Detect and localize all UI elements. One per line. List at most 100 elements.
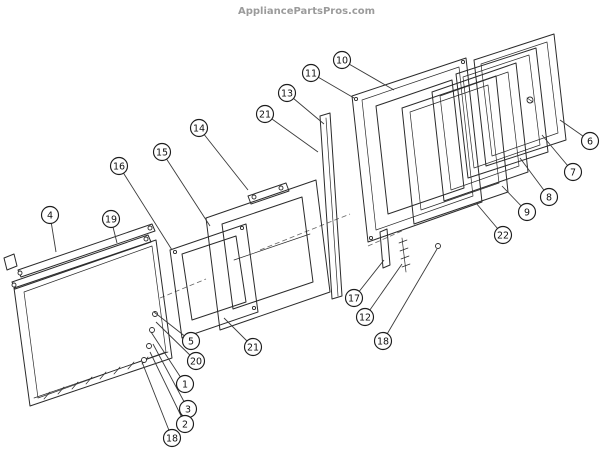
- callout-number: 10: [336, 56, 348, 67]
- callout-number: 16: [113, 162, 125, 173]
- callout-number: 8: [546, 193, 552, 204]
- callout-balloon[interactable]: [580, 131, 600, 151]
- watermark-text: AppliancePartsPros.com: [238, 6, 375, 17]
- callout-number: 9: [524, 208, 530, 219]
- callout-18-middle[interactable]: 18: [373, 331, 393, 351]
- inner-frame-opening: [181, 235, 247, 321]
- callout-12[interactable]: 12: [355, 307, 375, 327]
- callout-balloon[interactable]: [181, 331, 201, 351]
- callout-21-top[interactable]: 21: [255, 104, 275, 124]
- callout-20[interactable]: 20: [186, 351, 206, 371]
- callout-balloon[interactable]: [243, 337, 263, 357]
- door-vent-band: [33, 351, 169, 399]
- door-front-panel-inner: [23, 245, 167, 399]
- leader-line: [149, 351, 186, 425]
- outer-door-frame: [473, 33, 567, 167]
- callout-balloon[interactable]: [175, 414, 195, 434]
- choke-frame: [455, 47, 549, 179]
- callout-balloon[interactable]: [355, 307, 375, 327]
- callout-number: 15: [156, 148, 168, 159]
- screw-slot: [526, 97, 534, 103]
- screw-hole: [353, 96, 359, 102]
- window-panel: [205, 179, 331, 331]
- callout-11[interactable]: 11: [301, 63, 321, 83]
- callout-balloon[interactable]: [332, 50, 352, 70]
- leader-line: [382, 248, 438, 342]
- screw-hole: [368, 235, 374, 241]
- callout-18-bottom[interactable]: 18: [162, 428, 182, 448]
- main-door-frame: [351, 57, 483, 243]
- callout-8[interactable]: 8: [539, 187, 559, 207]
- callout-16[interactable]: 16: [109, 156, 129, 176]
- door-front-panel: [13, 239, 173, 407]
- callout-3[interactable]: 3: [178, 399, 198, 419]
- screw: [11, 282, 17, 288]
- callout-6[interactable]: 6: [580, 131, 600, 151]
- callout-balloon[interactable]: [344, 288, 364, 308]
- callout-4[interactable]: 4: [40, 205, 60, 225]
- window-panel-outer: [205, 179, 331, 331]
- callout-2[interactable]: 2: [175, 414, 195, 434]
- screw-hole: [460, 59, 466, 65]
- callout-number: 11: [305, 69, 317, 80]
- callout-13[interactable]: 13: [277, 83, 297, 103]
- callout-balloon[interactable]: [517, 202, 537, 222]
- callout-balloon[interactable]: [277, 83, 297, 103]
- screw: [146, 343, 152, 349]
- callout-balloon[interactable]: [539, 187, 559, 207]
- callout-number: 7: [570, 168, 576, 179]
- latch-bracket: [379, 228, 391, 269]
- leader-line: [364, 263, 403, 318]
- door-vent-hatch: [43, 356, 149, 400]
- callout-number: 18: [166, 434, 178, 445]
- callout-number: 22: [497, 231, 509, 242]
- leader-line: [152, 343, 189, 410]
- callout-number: 21: [247, 343, 259, 354]
- door-glass-inner: [439, 71, 520, 191]
- screw: [147, 225, 153, 231]
- support-rod: [233, 233, 311, 261]
- outer-door-frame-outer: [473, 33, 567, 167]
- callout-balloon[interactable]: [186, 351, 206, 371]
- callout-22[interactable]: 22: [493, 225, 513, 245]
- screw: [435, 243, 441, 249]
- callout-balloon[interactable]: [255, 104, 275, 124]
- callout-balloon[interactable]: [175, 374, 195, 394]
- leader-line: [198, 127, 249, 191]
- callout-21-bottom[interactable]: 21: [243, 337, 263, 357]
- callout-balloon[interactable]: [101, 209, 121, 229]
- callout-balloon[interactable]: [40, 205, 60, 225]
- hinge-bracket: [247, 182, 290, 205]
- callout-19[interactable]: 19: [101, 209, 121, 229]
- centerline: [367, 229, 405, 247]
- callout-number: 6: [587, 137, 593, 148]
- callout-balloon[interactable]: [189, 118, 209, 138]
- callout-15[interactable]: 15: [152, 142, 172, 162]
- callout-balloon[interactable]: [109, 156, 129, 176]
- callout-5[interactable]: 5: [181, 331, 201, 351]
- callout-1[interactable]: 1: [175, 374, 195, 394]
- inner-window-frame: [169, 223, 259, 339]
- callout-balloon[interactable]: [152, 142, 172, 162]
- callout-14[interactable]: 14: [189, 118, 209, 138]
- latch-spring-coils: [398, 239, 411, 268]
- callout-7[interactable]: 7: [563, 162, 583, 182]
- leader-line: [118, 165, 173, 251]
- screw-hole: [239, 225, 245, 231]
- callout-17[interactable]: 17: [344, 288, 364, 308]
- callout-balloon[interactable]: [373, 331, 393, 351]
- callout-balloon[interactable]: [162, 428, 182, 448]
- window-panel-opening: [221, 196, 314, 310]
- callout-balloon[interactable]: [493, 225, 513, 245]
- leader-line: [264, 113, 319, 153]
- callout-balloon[interactable]: [563, 162, 583, 182]
- screw: [152, 311, 158, 317]
- callout-balloon[interactable]: [301, 63, 321, 83]
- callout-10[interactable]: 10: [332, 50, 352, 70]
- leader-line: [155, 321, 197, 362]
- callout-number: 2: [182, 420, 188, 431]
- callout-9[interactable]: 9: [517, 202, 537, 222]
- callout-number: 13: [281, 89, 293, 100]
- callout-number: 4: [47, 211, 53, 222]
- glass-retainer-panel: [401, 75, 509, 225]
